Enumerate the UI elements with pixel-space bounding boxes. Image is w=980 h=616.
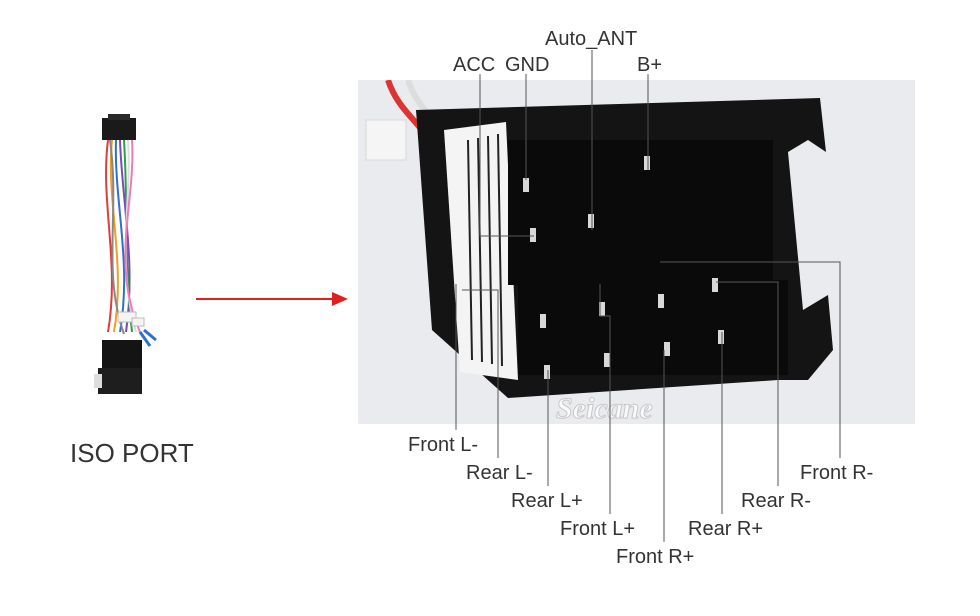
watermark-text: Seicane [556,392,653,424]
label-gnd: GND [505,54,550,76]
label-rear-l-minus: Rear L- [466,462,533,484]
label-acc: ACC [453,54,496,76]
label-rear-r-minus: Rear R- [741,490,812,512]
label-auto-ant: Auto_ANT [545,28,638,50]
label-front-r-minus: Front R- [800,462,874,484]
wire-harness-image [94,114,157,394]
label-rear-l-plus: Rear L+ [511,490,583,512]
label-rear-r-plus: Rear R+ [688,518,764,540]
label-front-r-plus: Front R+ [616,546,695,568]
label-front-l-plus: Front L+ [560,518,636,540]
arrow-right-icon [196,292,348,306]
label-front-l-minus: Front L- [408,434,479,456]
connector-photo: Seicane [358,78,915,426]
label-b-plus: B+ [637,54,663,76]
iso-port-label: ISO PORT [70,438,194,468]
